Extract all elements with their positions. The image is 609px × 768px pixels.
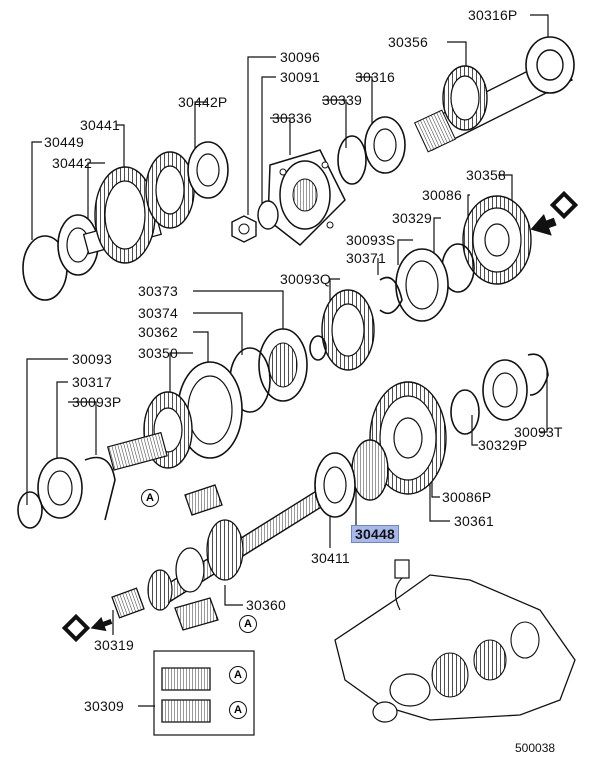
leader-30442P xyxy=(194,101,207,148)
leader-30442 xyxy=(87,162,105,225)
label-30358[interactable]: 30358 xyxy=(466,167,506,183)
leader-30339 xyxy=(322,99,347,148)
leader-30093P xyxy=(68,401,97,455)
label-30442[interactable]: 30442 xyxy=(52,155,92,171)
needle-bearings xyxy=(111,484,255,736)
countershaft-gear-assembly xyxy=(22,141,229,301)
synchronizer-set xyxy=(107,361,243,471)
bearing-30448 xyxy=(314,439,389,518)
leader-30441 xyxy=(116,124,125,170)
label-30374[interactable]: 30374 xyxy=(138,305,178,321)
reference-marker-a: A xyxy=(239,615,257,633)
leader-lines xyxy=(26,14,549,707)
ring-30329P xyxy=(450,389,480,435)
label-30411[interactable]: 30411 xyxy=(311,550,350,566)
leader-30091 xyxy=(261,76,276,205)
front-bearing-set xyxy=(17,456,116,529)
leader-30449 xyxy=(31,141,42,240)
label-30093S[interactable]: 30093S xyxy=(346,232,396,248)
label-30373[interactable]: 30373 xyxy=(138,283,178,299)
label-30336[interactable]: 30336 xyxy=(272,110,312,126)
label-30356[interactable]: 30356 xyxy=(388,34,428,50)
leader-30329P xyxy=(471,415,478,446)
leader-30362 xyxy=(193,331,209,370)
label-30086[interactable]: 30086 xyxy=(422,187,462,203)
leader-30374 xyxy=(193,312,243,355)
leader-30096 xyxy=(247,56,276,215)
counter-gear-30361 xyxy=(369,353,549,495)
leader-30093T xyxy=(540,369,548,433)
flange-30336 xyxy=(267,149,346,246)
label-30448-highlighted[interactable]: 30448 xyxy=(351,525,399,543)
label-30096[interactable]: 30096 xyxy=(280,49,320,65)
leader-30093S xyxy=(397,239,413,265)
leader-30329 xyxy=(433,217,441,255)
ring-30339 xyxy=(337,135,367,185)
leader-30361 xyxy=(429,480,450,522)
label-30093[interactable]: 30093 xyxy=(72,351,112,367)
label-30371[interactable]: 30371 xyxy=(346,250,386,266)
leader-30316 xyxy=(356,76,373,125)
snap-ring-30093P xyxy=(84,456,116,521)
label-30339[interactable]: 30339 xyxy=(322,92,362,108)
snap-ring-30093Q xyxy=(309,335,327,361)
transmission-inset xyxy=(334,559,576,723)
label-30329P[interactable]: 30329P xyxy=(478,437,528,453)
leader-30360 xyxy=(224,585,243,606)
snap-ring-30093 xyxy=(17,491,43,529)
label-30316[interactable]: 30316 xyxy=(355,69,395,85)
reference-marker-a: A xyxy=(229,701,247,719)
leader-30373 xyxy=(193,290,284,345)
arrows-and-diamonds xyxy=(61,190,579,643)
diagram-code: 500038 xyxy=(515,741,556,755)
label-30093Q[interactable]: 30093Q xyxy=(280,271,332,287)
reference-marker-a: A xyxy=(229,666,247,684)
leader-30350 xyxy=(169,352,193,405)
label-30360[interactable]: 30360 xyxy=(246,597,286,613)
label-30309[interactable]: 30309 xyxy=(84,698,124,714)
output-shaft-assembly xyxy=(337,36,575,185)
leader-30356 xyxy=(447,41,467,70)
leader-30358 xyxy=(498,174,513,210)
leader-30093 xyxy=(26,358,68,505)
leader-30093Q xyxy=(329,278,340,305)
bracket-30309 xyxy=(153,650,255,736)
leader-30336 xyxy=(270,117,291,155)
label-30086P[interactable]: 30086P xyxy=(442,489,492,505)
label-30350[interactable]: 30350 xyxy=(138,345,178,361)
reference-marker-a: A xyxy=(141,489,159,507)
label-30441[interactable]: 30441 xyxy=(80,117,120,133)
leader-30316P xyxy=(530,14,549,38)
label-30442P[interactable]: 30442P xyxy=(178,94,228,110)
washer-30091 xyxy=(257,200,279,230)
leader-30317 xyxy=(56,381,68,475)
label-30362[interactable]: 30362 xyxy=(138,324,178,340)
label-30316P[interactable]: 30316P xyxy=(468,7,518,23)
label-30319[interactable]: 30319 xyxy=(94,637,134,653)
label-30093P[interactable]: 30093P xyxy=(72,394,122,410)
label-30317[interactable]: 30317 xyxy=(72,374,112,390)
label-30361[interactable]: 30361 xyxy=(454,513,494,529)
main-shaft-30411 xyxy=(147,469,359,611)
label-30093T[interactable]: 30093T xyxy=(514,424,563,440)
label-30329[interactable]: 30329 xyxy=(392,210,432,226)
label-30449[interactable]: 30449 xyxy=(44,134,84,150)
reverse-gear-cluster xyxy=(229,195,532,413)
snap-ring-30093S xyxy=(379,276,403,315)
label-30091[interactable]: 30091 xyxy=(280,69,320,85)
